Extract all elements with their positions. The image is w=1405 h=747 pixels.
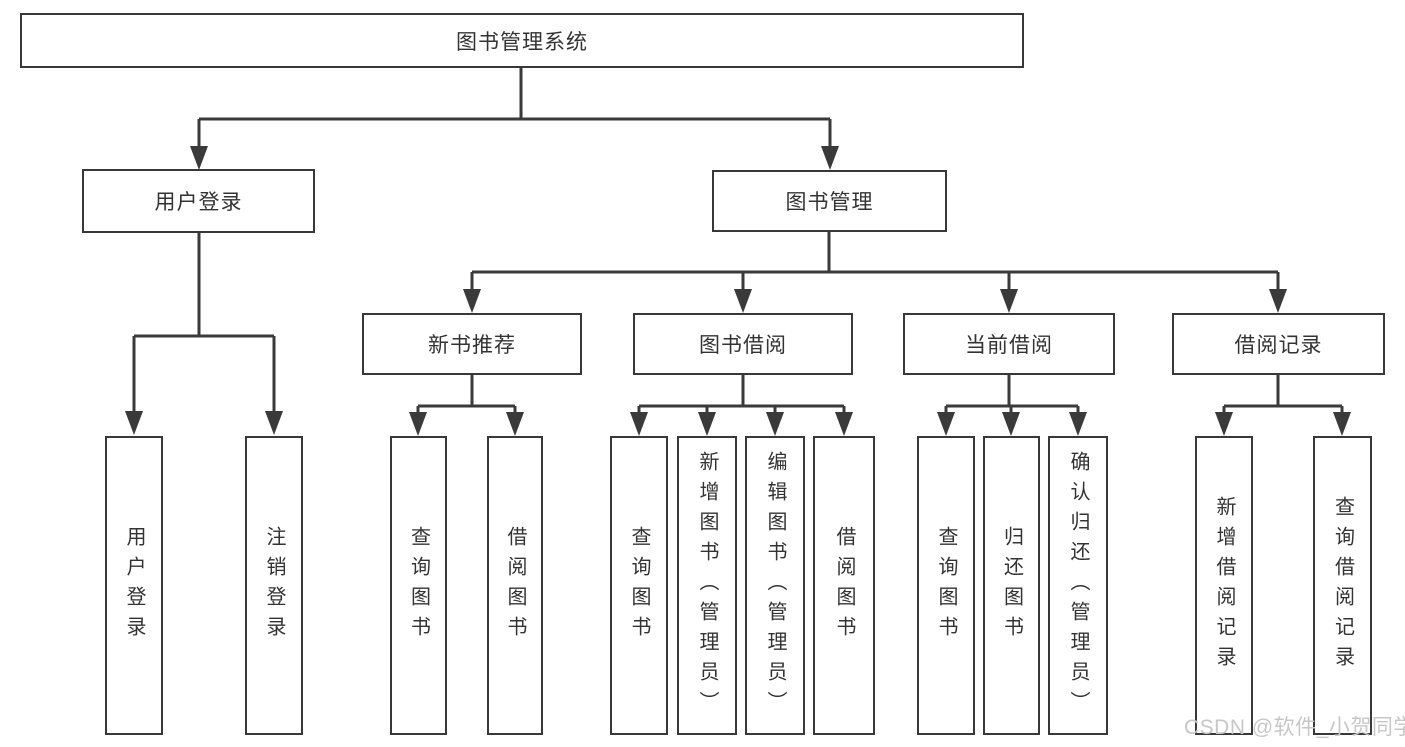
node-borrow-records: 借阅记录 bbox=[1172, 313, 1385, 375]
leaf-query-borrow-record-label: 查询借阅记录 bbox=[1331, 495, 1354, 676]
node-user-login-branch: 用户登录 bbox=[82, 169, 315, 233]
leaf-edit-books-admin-label: 编辑图书（管理员） bbox=[764, 450, 786, 721]
leaf-return-books-label: 归还图书 bbox=[1000, 525, 1023, 646]
connector-user-login-branch bbox=[132, 233, 276, 413]
leaf-recommend-query-books: 查询图书 bbox=[390, 436, 447, 735]
leaf-borrow-query-books-label: 查询图书 bbox=[628, 525, 650, 646]
leaf-borrow-books: 借阅图书 bbox=[813, 436, 875, 735]
leaf-return-books: 归还图书 bbox=[983, 436, 1040, 735]
connector-borrow-records bbox=[1222, 375, 1344, 414]
leaf-current-query-books: 查询图书 bbox=[917, 436, 975, 735]
leaf-logout-label: 注销登录 bbox=[263, 525, 285, 646]
leaf-confirm-return-admin: 确认归还（管理员） bbox=[1048, 436, 1108, 735]
leaf-user-login-label: 用户登录 bbox=[123, 525, 145, 646]
leaf-current-query-books-label: 查询图书 bbox=[935, 525, 957, 646]
node-borrow-records-label: 借阅记录 bbox=[1234, 334, 1323, 357]
leaf-confirm-return-admin-label: 确认归还（管理员） bbox=[1067, 450, 1089, 721]
node-book-borrow-label: 图书借阅 bbox=[699, 334, 787, 357]
node-book-management-branch-label: 图书管理 bbox=[785, 191, 874, 214]
node-new-book-recommend-label: 新书推荐 bbox=[428, 334, 516, 357]
connector-new-book-recommend bbox=[416, 375, 517, 414]
connector-root-to-level2 bbox=[197, 68, 832, 148]
leaf-borrow-query-books: 查询图书 bbox=[610, 436, 668, 735]
connector-book-borrow bbox=[637, 375, 846, 414]
connector-current-borrow bbox=[944, 375, 1080, 414]
leaf-borrow-books-label: 借阅图书 bbox=[833, 525, 855, 646]
node-system-root: 图书管理系统 bbox=[20, 13, 1024, 68]
leaf-add-borrow-record-label: 新增借阅记录 bbox=[1213, 495, 1235, 676]
node-user-login-branch-label: 用户登录 bbox=[154, 191, 243, 214]
connector-book-management-branch bbox=[470, 232, 1280, 291]
leaf-add-borrow-record: 新增借阅记录 bbox=[1195, 436, 1253, 735]
leaf-logout: 注销登录 bbox=[245, 436, 303, 735]
csdn-watermark: CSDN @软件_小贺同学 bbox=[1184, 716, 1405, 739]
leaf-recommend-query-books-label: 查询图书 bbox=[407, 525, 430, 646]
leaf-query-borrow-record: 查询借阅记录 bbox=[1313, 436, 1372, 735]
node-system-root-label: 图书管理系统 bbox=[456, 30, 588, 54]
leaf-recommend-borrow-books-label: 借阅图书 bbox=[504, 525, 526, 646]
leaf-add-books-admin: 新增图书（管理员） bbox=[677, 436, 737, 735]
node-new-book-recommend: 新书推荐 bbox=[362, 313, 582, 375]
node-current-borrow: 当前借阅 bbox=[903, 313, 1115, 375]
leaf-add-books-admin-label: 新增图书（管理员） bbox=[696, 450, 718, 721]
leaf-edit-books-admin: 编辑图书（管理员） bbox=[745, 436, 805, 735]
node-book-borrow: 图书借阅 bbox=[633, 313, 853, 375]
leaf-recommend-borrow-books: 借阅图书 bbox=[487, 436, 543, 735]
node-current-borrow-label: 当前借阅 bbox=[965, 334, 1053, 357]
leaf-user-login: 用户登录 bbox=[105, 436, 163, 735]
node-book-management-branch: 图书管理 bbox=[712, 170, 947, 232]
